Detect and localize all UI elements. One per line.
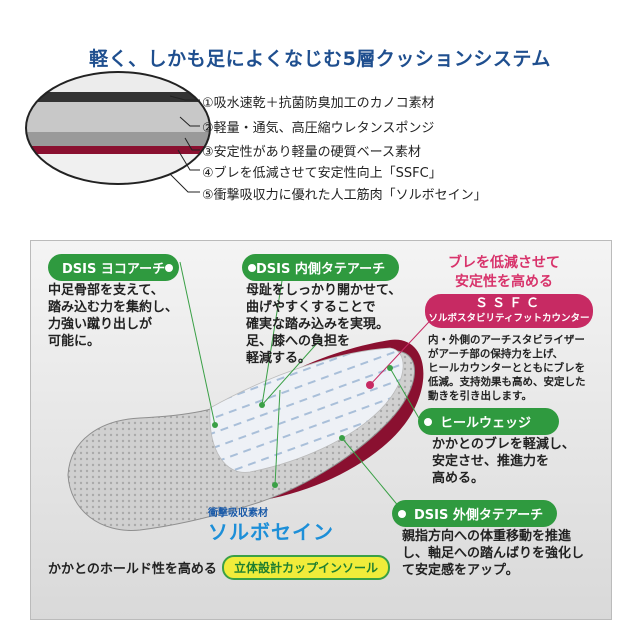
layer-label-4: ④ブレを低減させて安定性向上「SSFC」: [202, 166, 442, 181]
pill-dot: [248, 263, 256, 272]
layer-3-band: [26, 132, 210, 146]
pill-dot: [424, 417, 432, 426]
layer-5-band: [26, 154, 210, 184]
layer-label-2: ②軽量・通気、高圧縮ウレタンスポンジ: [202, 121, 435, 136]
layer-label-1: ①吸水速乾＋抗菌防臭加工のカノコ素材: [202, 96, 435, 111]
yoko-arch-desc: 中足骨部を支えて、 踏み込む力を集約し、 力強い蹴り出しが 可能に。: [48, 283, 179, 349]
layer-1-band: [26, 92, 210, 102]
insole-illustration: [67, 261, 441, 531]
outer-arch-pill: DSIS 外側タテアーチ: [392, 500, 558, 527]
inner-arch-desc: 母趾をしっかり開かせて、 曲げやすくすることで 確実な踏み込みを実現。 足、膝へ…: [246, 283, 402, 366]
ssfc-desc: 内・外側のアーチスタビライザー がアーチ部の保持力を上げ、 ヒールカウンターとと…: [428, 334, 586, 402]
ssfc-headline: ブレを低減させて 安定性を高める: [448, 255, 560, 290]
outer-arch-label: DSIS 外側タテアーチ: [414, 508, 544, 523]
layer-cross-section: [25, 71, 211, 193]
outer-arch-desc: 親指方向への体重移動を推進 し、軸足への踏んばりを強化し て安定感をアップ。: [402, 529, 585, 578]
inner-arch-label: DSIS 内側タテアーチ: [256, 262, 386, 277]
heel-wedge-desc: かかとのブレを軽減し、 安定させ、推進力を 高める。: [432, 437, 575, 486]
sorbothane-caption: 衝撃吸収素材: [208, 508, 268, 519]
layer-label-3: ③安定性があり軽量の硬質ベース素材: [202, 145, 422, 160]
pill-dot: [398, 509, 406, 518]
pill-dot: [165, 263, 174, 272]
layer-4-band: [26, 146, 210, 154]
page-title: 軽く、しかも足によくなじむ5層クッションシステム: [89, 48, 551, 70]
ssfc-pill: ＳＳＦＣ ソルボスタビリティフットカウンター: [425, 294, 593, 328]
insole-heel-print: [209, 347, 404, 473]
layer-2-band: [26, 102, 210, 132]
heel-hold-caption: かかとのホールド性を高める: [48, 562, 217, 577]
heel-wedge-label: ヒールウェッジ: [440, 416, 532, 431]
cup-insole-badge: 立体設計カップインソール: [222, 555, 391, 580]
inner-arch-pill: DSIS 内側タテアーチ: [242, 254, 400, 281]
ssfc-name: ＳＳＦＣ: [474, 296, 543, 311]
heel-wedge-pill: ヒールウェッジ: [418, 408, 560, 435]
layer-label-5: ⑤衝撃吸収力に優れた人工筋肉「ソルボセイン」: [202, 188, 487, 203]
sorbothane-title: ソルボセイン: [208, 520, 334, 544]
yoko-arch-pill: DSIS ヨコアーチ: [48, 254, 180, 281]
ssfc-subname: ソルボスタビリティフットカウンター: [428, 313, 590, 324]
yoko-arch-label: DSIS ヨコアーチ: [62, 262, 166, 277]
